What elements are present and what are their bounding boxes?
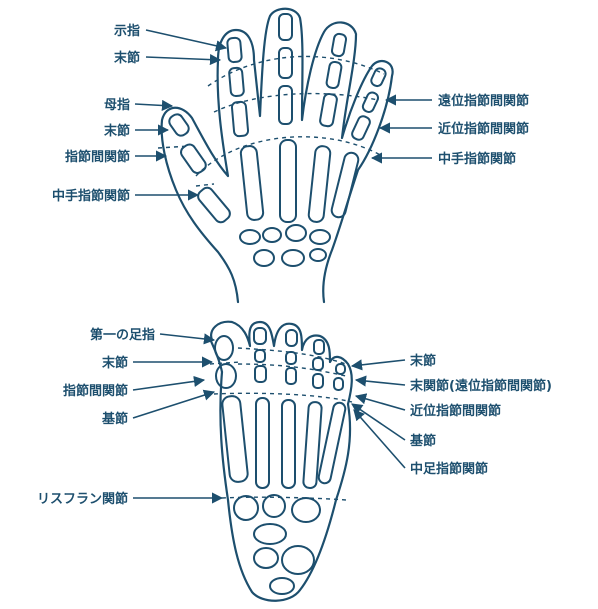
bone (310, 249, 326, 261)
hand-label-pip-joint: 近位指節間関節 (438, 121, 529, 137)
foot-label-interphalangeal-joint: 指節間関節 (63, 383, 128, 399)
foot-illustration (210, 322, 352, 601)
bone (370, 67, 388, 88)
bone (196, 185, 233, 224)
foot-label-pip-joint: 近位指節間関節 (410, 403, 501, 419)
bone (240, 145, 264, 220)
bone (263, 228, 281, 242)
bone (240, 230, 260, 244)
bone (256, 398, 269, 488)
bone (254, 524, 286, 544)
bone (286, 368, 296, 384)
bone (282, 400, 295, 488)
bone (255, 366, 266, 382)
bone (279, 48, 292, 78)
bone (334, 378, 343, 390)
foot-label-lisfranc-joint: リスフラン関節 (37, 491, 128, 507)
hand-outline (162, 9, 393, 302)
bone (279, 86, 292, 124)
hand-label-index-finger: 示指 (114, 23, 140, 39)
bone (314, 340, 324, 354)
bone (286, 330, 297, 346)
bone (229, 67, 244, 96)
bone (308, 145, 331, 222)
hand-label-thumb-distal-phalanx: 末節 (103, 123, 130, 139)
hand-label-distal-phalanx: 末節 (113, 50, 140, 66)
bone (350, 115, 371, 142)
foot-label-distal-joint: 末関節(遠位指節間関節) (409, 378, 552, 394)
bone (361, 91, 379, 114)
hand-label-thumb-mcp-joint: 中手指節関節 (52, 188, 130, 204)
bone (292, 498, 320, 522)
foot-label-distal-phalanx: 末節 (101, 355, 128, 371)
thumb-mcp-line (196, 184, 214, 186)
bone (216, 364, 236, 388)
bone (263, 495, 285, 517)
hand-label-thumb: 母指 (104, 97, 130, 113)
bone (282, 250, 304, 266)
bone (232, 101, 249, 136)
foot-label-proximal-phalanx-right: 基節 (409, 433, 436, 449)
bone (282, 546, 314, 574)
bone (167, 112, 191, 138)
bone (313, 358, 323, 370)
bone (255, 350, 265, 362)
bone (254, 548, 278, 568)
foot-label-distal-phalanx-right: 末節 (409, 353, 436, 369)
foot-mtp-line (214, 393, 352, 402)
bone (279, 14, 292, 40)
bone (310, 230, 330, 244)
hand-label-mcp-joint: 中手指節関節 (438, 151, 516, 167)
hand-label-interphalangeal-joint: 指節間関節 (65, 149, 130, 165)
bone (280, 140, 296, 222)
hand-label-dip-joint: 遠位指節間関節 (438, 93, 529, 109)
bone (254, 250, 274, 266)
bone (222, 395, 249, 482)
foot-label-proximal-phalanx: 基節 (101, 411, 128, 427)
bone (254, 328, 266, 344)
bone (331, 33, 347, 57)
foot-label-mtp-joint: 中足指節関節 (410, 461, 488, 477)
bone (319, 93, 337, 127)
bone (270, 578, 294, 594)
bone (286, 225, 306, 241)
foot-label-big-toe: 第一の足指 (90, 327, 155, 343)
bone (313, 374, 323, 388)
dip-joint-line (208, 56, 384, 86)
bone (286, 352, 296, 364)
hand-illustration (158, 9, 393, 302)
bone (234, 496, 258, 520)
bone (336, 364, 345, 374)
hand-leaders (135, 30, 432, 195)
bone (227, 37, 242, 62)
bone (215, 336, 233, 360)
bone (326, 61, 342, 89)
